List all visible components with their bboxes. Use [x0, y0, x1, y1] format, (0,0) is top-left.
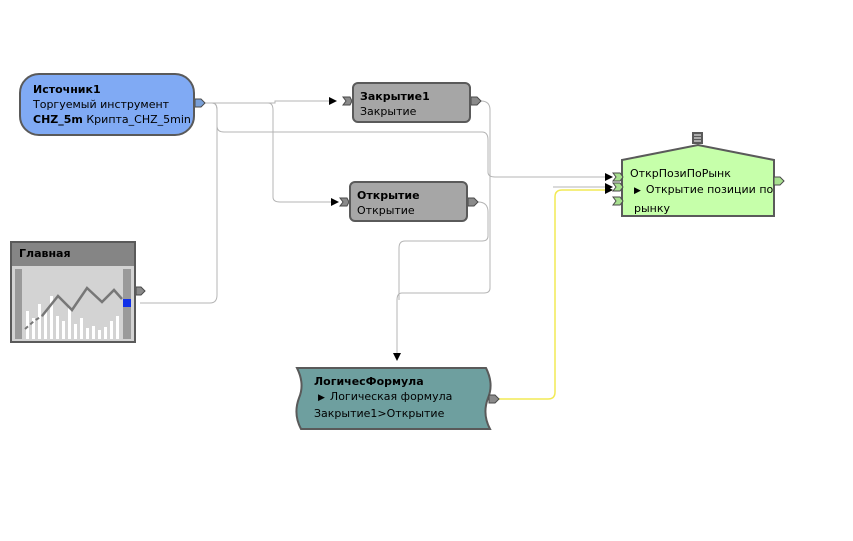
logic-node-shape[interactable] [295, 367, 492, 430]
chart-thumbnail-icon [15, 269, 131, 339]
source-node-symbol-detail: Крипта_CHZ_5min [86, 113, 191, 126]
open-output-port[interactable] [467, 197, 479, 207]
logic-node[interactable]: ЛогичесФормула ▶ Логическая формула Закры… [314, 374, 489, 421]
position-input-port-2[interactable] [612, 182, 624, 192]
source-node-symbol: CHZ_5m [33, 113, 83, 126]
logic-node-subtitle-line: ▶ Логическая формула [314, 389, 489, 406]
close-node-title: Закрытие1 [360, 90, 430, 103]
link-open-logic[interactable] [398, 201, 489, 300]
source-node-subtitle: Торгуемый инструмент [33, 98, 170, 111]
close-node[interactable]: Закрытие1 Закрытие [352, 82, 471, 123]
position-output-port[interactable] [773, 176, 785, 186]
open-input-port[interactable] [339, 197, 350, 207]
logic-node-title: ЛогичесФормула [314, 375, 424, 388]
main-chart-title: Главная [12, 243, 134, 266]
link-close-logic[interactable] [393, 100, 491, 361]
position-node-title: ОткрПозиПоРынк [630, 167, 731, 180]
position-node-subtitle: Открытие позиции по рынку [634, 183, 774, 215]
close-node-subtitle: Закрытие [360, 105, 417, 118]
source-node-symbol-line: CHZ_5m Крипта_CHZ_5min [33, 112, 193, 127]
close-input-port[interactable] [342, 96, 353, 106]
expand-arrow-icon[interactable]: ▶ [634, 186, 641, 196]
position-node-subtitle-line: ▶Открытие позиции по рынку [630, 181, 775, 217]
position-input-port-3[interactable] [612, 196, 624, 206]
logic-node-expression: Закрытие1>Открытие [314, 407, 445, 420]
position-node[interactable]: ОткрПозиПоРынк ▶Открытие позиции по рынк… [630, 166, 775, 217]
open-node-title: Открытие [357, 189, 420, 202]
link-source-open[interactable] [203, 102, 339, 206]
expand-arrow-icon[interactable]: ▶ [318, 393, 325, 403]
close-output-port[interactable] [470, 96, 482, 106]
link-logic-position[interactable] [499, 186, 613, 400]
position-input-port-1[interactable] [612, 172, 624, 182]
source-node[interactable]: Источник1 Торгуемый инструмент CHZ_5m Кр… [19, 73, 195, 136]
open-node[interactable]: Открытие Открытие [349, 181, 468, 222]
logic-node-subtitle: Логическая формула [329, 390, 453, 403]
logic-output-port[interactable] [488, 394, 500, 404]
document-icon[interactable] [692, 132, 703, 144]
main-chart-node[interactable]: Главная [10, 241, 136, 343]
main-output-port[interactable] [135, 286, 146, 296]
source-output-port[interactable] [194, 98, 206, 108]
position-node-shape[interactable] [621, 143, 775, 217]
open-node-subtitle: Открытие [357, 204, 415, 217]
source-node-title: Источник1 [33, 83, 101, 96]
link-main-source[interactable] [140, 102, 218, 304]
